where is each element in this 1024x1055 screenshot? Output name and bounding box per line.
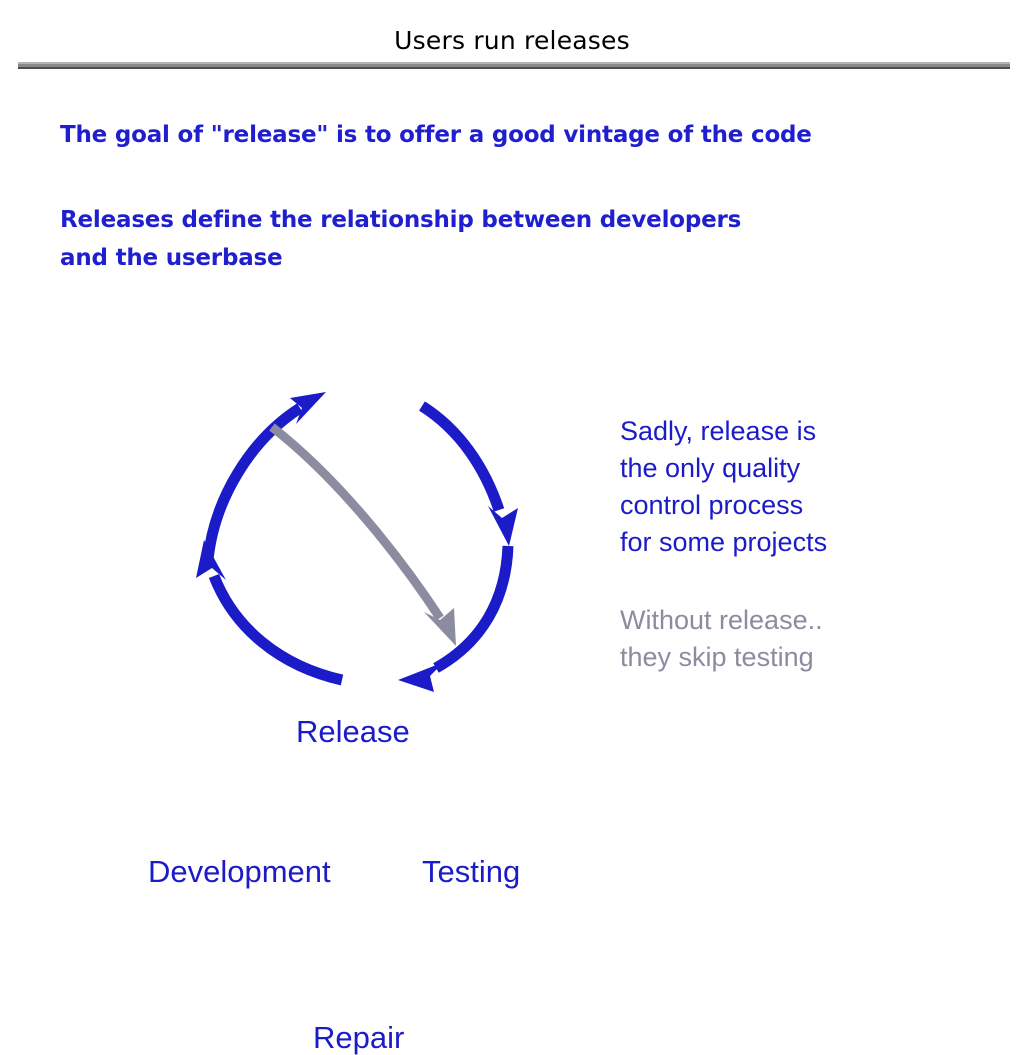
note-quality-control: Sadly, release is the only quality contr… — [620, 416, 828, 557]
divider-body — [18, 64, 1010, 67]
arrow-repair-to-development — [196, 540, 344, 686]
slide-canvas: Users run releases The goal of "release"… — [18, 26, 1010, 1055]
page-title: Users run releases — [394, 26, 630, 55]
cycle-node-development: Development — [148, 854, 331, 889]
bullet-text-relationship: Releases define the relationship between… — [60, 207, 742, 271]
cycle-node-testing: Testing — [422, 854, 521, 889]
bullet-text-goal: The goal of "release" is to offer a good… — [60, 122, 812, 148]
arrow-development-to-release — [202, 392, 326, 561]
cycle-node-release: Release — [296, 714, 410, 749]
arrow-release-to-repair-shortcut — [269, 423, 456, 646]
release-cycle-diagram: Release Testing Repair Development — [130, 350, 560, 1055]
divider-shadow — [18, 67, 1010, 69]
cycle-arrows-svg — [196, 392, 518, 692]
arrow-release-to-testing — [419, 401, 518, 546]
divider-highlight — [18, 62, 1010, 64]
note-skip-testing: Without release.. they skip testing — [620, 605, 823, 672]
arrow-testing-to-repair — [398, 545, 514, 692]
cycle-node-repair: Repair — [313, 1020, 405, 1055]
title-divider — [18, 62, 1010, 69]
